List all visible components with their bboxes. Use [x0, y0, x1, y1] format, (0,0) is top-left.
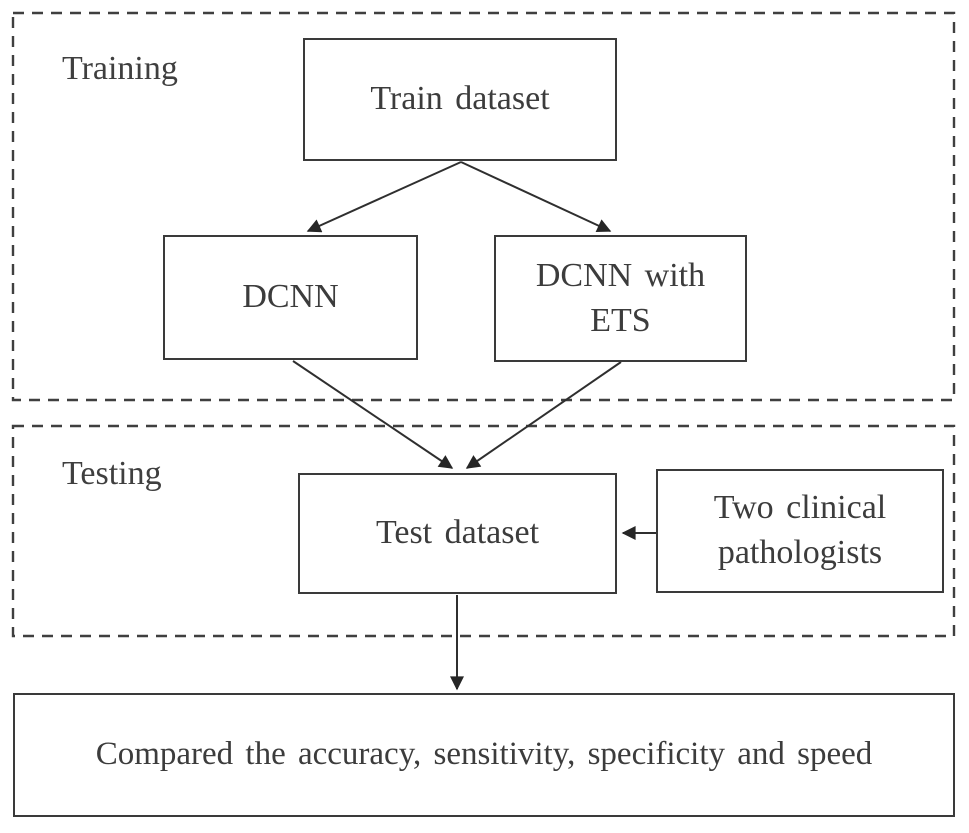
node-dcnn: DCNN [163, 235, 418, 360]
node-dcnn-label: DCNN [242, 278, 339, 316]
edge-train-to-dcnn [306, 161, 462, 233]
node-dcnn-with-ets: DCNN with ETS [494, 235, 747, 362]
node-test-dataset-label: Test dataset [375, 514, 540, 552]
node-two-clinical-pathologists: Two clinical pathologists [656, 469, 944, 593]
node-comparison-result: Compared the accuracy, sensitivity, spec… [13, 693, 955, 817]
training-section-label: Training [62, 50, 178, 87]
edge-dcnn-ets-to-test [465, 361, 622, 469]
node-test-dataset: Test dataset [298, 473, 617, 594]
node-train-dataset-label: Train dataset [370, 80, 550, 118]
testing-section-label: Testing [62, 455, 162, 492]
node-two-clinical-pathologists-label: Two clinical pathologists [713, 489, 887, 571]
testing-section-frame [11, 424, 956, 638]
node-train-dataset: Train dataset [303, 38, 617, 161]
node-dcnn-with-ets-label: DCNN with ETS [535, 256, 706, 339]
edge-train-to-dcnn-ets [460, 161, 612, 233]
edge-dcnn-to-test [292, 360, 454, 469]
node-comparison-result-label: Compared the accuracy, sensitivity, spec… [95, 736, 873, 773]
